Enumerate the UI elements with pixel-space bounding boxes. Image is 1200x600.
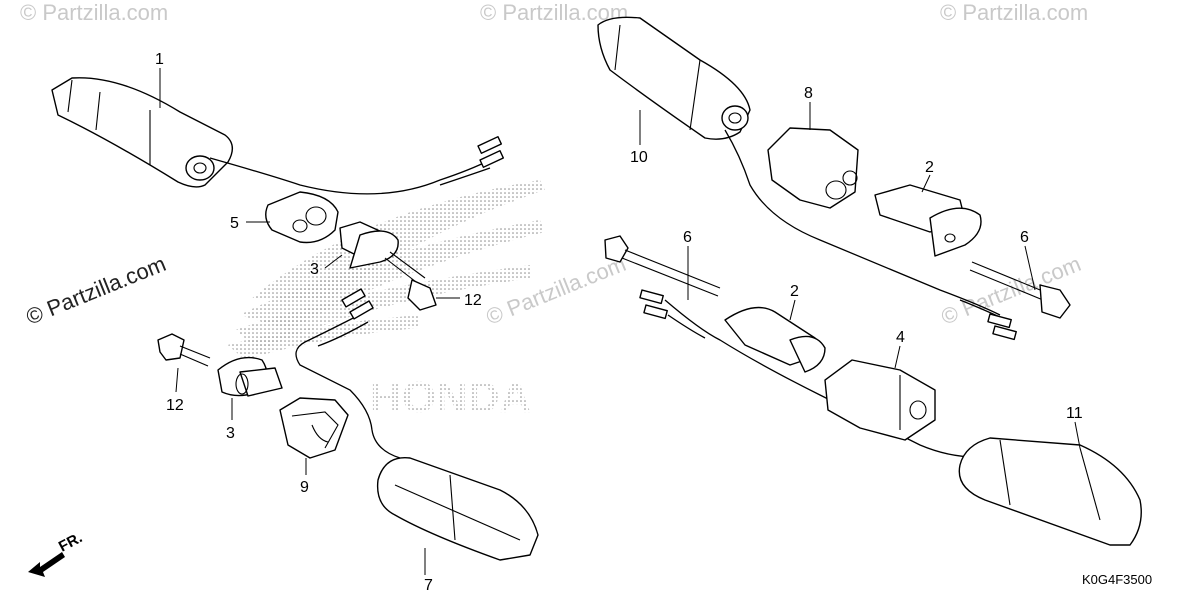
callout-6-right: 6 [1020, 229, 1029, 246]
watermark-top-right: © Partzilla.com [940, 0, 1088, 25]
part-12-bolt-upper [384, 251, 460, 311]
diagram-code: K0G4F3500 [1082, 572, 1152, 587]
front-direction-arrow: FR. [28, 529, 85, 577]
callout-3-upper: 3 [310, 261, 319, 278]
front-direction-label: FR. [56, 529, 85, 555]
part-10-turn-signal [597, 16, 1017, 341]
wire-harness-left [295, 288, 401, 459]
part-8-grommet [767, 127, 859, 209]
part-3-collar-lower [217, 356, 283, 397]
part-11-turn-signal [958, 437, 1142, 546]
callout-7: 7 [424, 577, 433, 594]
callout-10: 10 [630, 149, 648, 166]
callout-3-lower: 3 [226, 425, 235, 442]
part-5-grommet [265, 191, 339, 244]
callout-8: 8 [804, 85, 813, 102]
part-2-collar-upper [874, 184, 982, 257]
part-6-bolt-left [604, 235, 721, 297]
callout-2-lower: 2 [790, 283, 799, 300]
part-1-turn-signal [51, 77, 505, 195]
callout-12-lower: 12 [166, 397, 184, 414]
callout-12-upper: 12 [464, 292, 482, 309]
watermark-right: © Partzilla.com [938, 251, 1085, 330]
watermark-top-left: © Partzilla.com [20, 0, 168, 25]
honda-wordmark: HONDA [370, 373, 531, 422]
callout-1: 1 [155, 51, 164, 68]
part-12-bolt-lower [157, 333, 211, 367]
part-4-grommet [824, 359, 936, 441]
part-2-collar-lower [724, 306, 826, 373]
callout-2-upper: 2 [925, 159, 934, 176]
watermark-center: © Partzilla.com [483, 251, 630, 330]
wire-harness-right [639, 289, 1001, 458]
watermark-main: © Partzilla.com [23, 251, 170, 330]
callout-4: 4 [896, 329, 905, 346]
callout-11: 11 [1066, 405, 1083, 422]
callout-5: 5 [230, 215, 239, 232]
part-6-bolt-right [969, 261, 1071, 319]
part-7-turn-signal [376, 456, 539, 561]
callout-leaders [159, 68, 1081, 575]
callout-9: 9 [300, 479, 309, 496]
part-9-grommet [279, 397, 349, 459]
callout-6-left: 6 [683, 229, 692, 246]
